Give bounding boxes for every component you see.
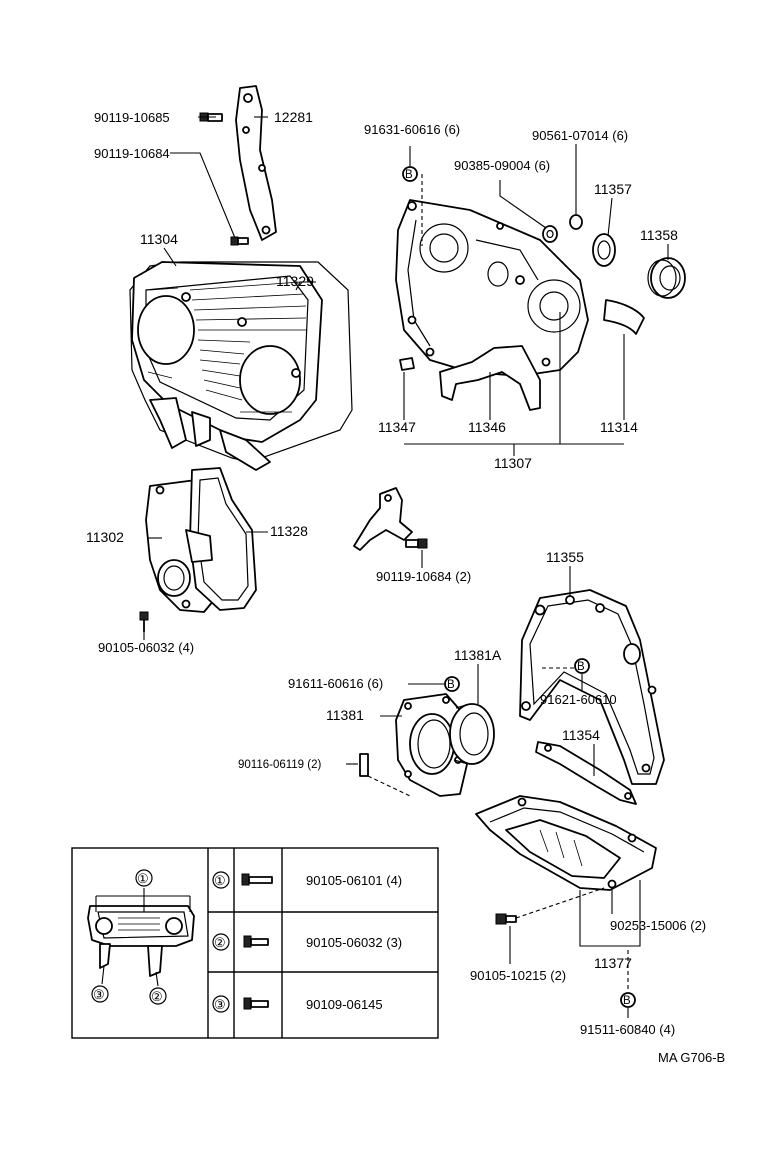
label-11347: 11347 xyxy=(378,419,416,435)
key-11347 xyxy=(399,357,415,371)
bracket-12281 xyxy=(235,85,277,241)
label-11377: 11377 xyxy=(594,955,632,971)
label-11307: 11307 xyxy=(494,455,532,471)
legend-row3-marker-ring xyxy=(212,995,230,1013)
leader-11307-bracket xyxy=(404,312,624,456)
oil-seal-11358 xyxy=(647,257,686,299)
label-90561: 90561-07014 (6) xyxy=(532,128,628,143)
bolt-90105-10215 xyxy=(495,913,517,925)
legend-row1-marker: ① xyxy=(214,873,226,888)
legend-row1-bolt-icon xyxy=(241,873,273,886)
b-marker-91611-text: B xyxy=(447,679,455,691)
label-11357: 11357 xyxy=(594,181,632,197)
label-11358: 11358 xyxy=(640,227,678,243)
b-marker-91631-text: B xyxy=(405,169,413,181)
label-11381A: 11381A xyxy=(454,647,502,663)
legend-row2-part: 90105-06032 (3) xyxy=(306,935,402,950)
label-11354: 11354 xyxy=(562,727,600,743)
gasket-11355 xyxy=(519,589,665,785)
b-marker-91631 xyxy=(402,166,418,182)
label-11329: 11329 xyxy=(276,273,314,289)
legend-row2-bolt-icon xyxy=(243,935,269,948)
label-11302: 11302 xyxy=(86,529,124,545)
label-11355: 11355 xyxy=(546,549,584,565)
leader-11357 xyxy=(607,197,613,237)
label-11381: 11381 xyxy=(326,707,364,723)
leader-11304 xyxy=(163,247,177,267)
label-90116: 90116-06119 (2) xyxy=(238,759,322,771)
inset-cover-thumbnail xyxy=(87,888,195,987)
b-marker-91621-text: B xyxy=(577,661,585,673)
b-marker-91511 xyxy=(620,992,636,1008)
bolt-90105-06032 xyxy=(139,611,149,632)
inset-marker-1: ① xyxy=(137,871,149,886)
dash-90116 xyxy=(367,775,411,797)
b-marker-91611 xyxy=(444,676,460,692)
label-90119-10684a: 90119-10684 xyxy=(94,146,170,161)
leader-11377 xyxy=(579,880,641,947)
legend-box xyxy=(71,847,439,1039)
backing-plate-11307 xyxy=(395,199,589,377)
inset-marker-2: ② xyxy=(151,989,163,1004)
label-90105-06032: 90105-06032 (4) xyxy=(98,640,194,655)
bracket-11346 xyxy=(439,345,541,411)
b-marker-91621 xyxy=(574,658,590,674)
label-11314: 11314 xyxy=(600,419,638,435)
legend-row3-bolt-icon xyxy=(243,997,269,1010)
label-91621: 91621-60610 xyxy=(540,692,617,707)
gasket-11328 xyxy=(185,467,257,611)
seal-retainer-11314 xyxy=(603,299,645,335)
label-90253: 90253-15006 (2) xyxy=(610,918,706,933)
legend-row1-marker-ring xyxy=(212,871,230,889)
label-11346: 11346 xyxy=(468,419,506,435)
leader-90119-10684a xyxy=(170,152,236,239)
legend-row2-marker: ② xyxy=(214,935,226,950)
stud-90116-06119 xyxy=(359,753,369,777)
label-91511: 91511-60840 (4) xyxy=(580,1022,675,1037)
inset-marker-3-ring xyxy=(91,985,109,1003)
label-11304: 11304 xyxy=(140,231,178,247)
small-bracket xyxy=(353,487,413,551)
leader-90385 xyxy=(499,180,547,229)
label-11328: 11328 xyxy=(270,523,308,539)
inset-marker-1-ring xyxy=(135,869,153,887)
leader-11329 xyxy=(295,281,316,291)
label-90105-10215: 90105-10215 (2) xyxy=(470,968,566,983)
label-90119-10685: 90119-10685 xyxy=(94,110,170,125)
diagram-code: MA G706-B xyxy=(658,1050,725,1065)
oil-seal-11357 xyxy=(592,233,616,267)
legend-row3-marker: ③ xyxy=(214,997,226,1012)
legend-row2-marker-ring xyxy=(212,933,230,951)
b-marker-91511-text: B xyxy=(623,995,631,1007)
legend-row1-part: 90105-06101 (4) xyxy=(306,873,402,888)
seal-retainer-11381 xyxy=(395,693,469,797)
timing-cover-11304 xyxy=(129,261,353,471)
bolt-90119-10684-mid xyxy=(405,538,428,549)
plate-11354 xyxy=(535,741,637,805)
bolt-90119-10684-top xyxy=(230,236,249,246)
oil-pan-11377 xyxy=(475,795,657,891)
label-91611: 91611-60616 (6) xyxy=(288,676,383,691)
inset-marker-3: ③ xyxy=(93,987,105,1002)
dash-90105-10215 xyxy=(515,887,605,919)
oil-seal-11381A xyxy=(449,703,495,765)
label-91631: 91631-60616 (6) xyxy=(364,122,460,137)
legend-row3-part: 90109-06145 xyxy=(306,997,383,1012)
label-12281: 12281 xyxy=(274,109,313,125)
label-90385: 90385-09004 (6) xyxy=(454,158,550,173)
label-90119-10684b: 90119-10684 (2) xyxy=(376,569,471,584)
inset-marker-2-ring xyxy=(149,987,167,1005)
washer-90385 xyxy=(542,225,558,243)
washer-90561 xyxy=(569,214,583,230)
